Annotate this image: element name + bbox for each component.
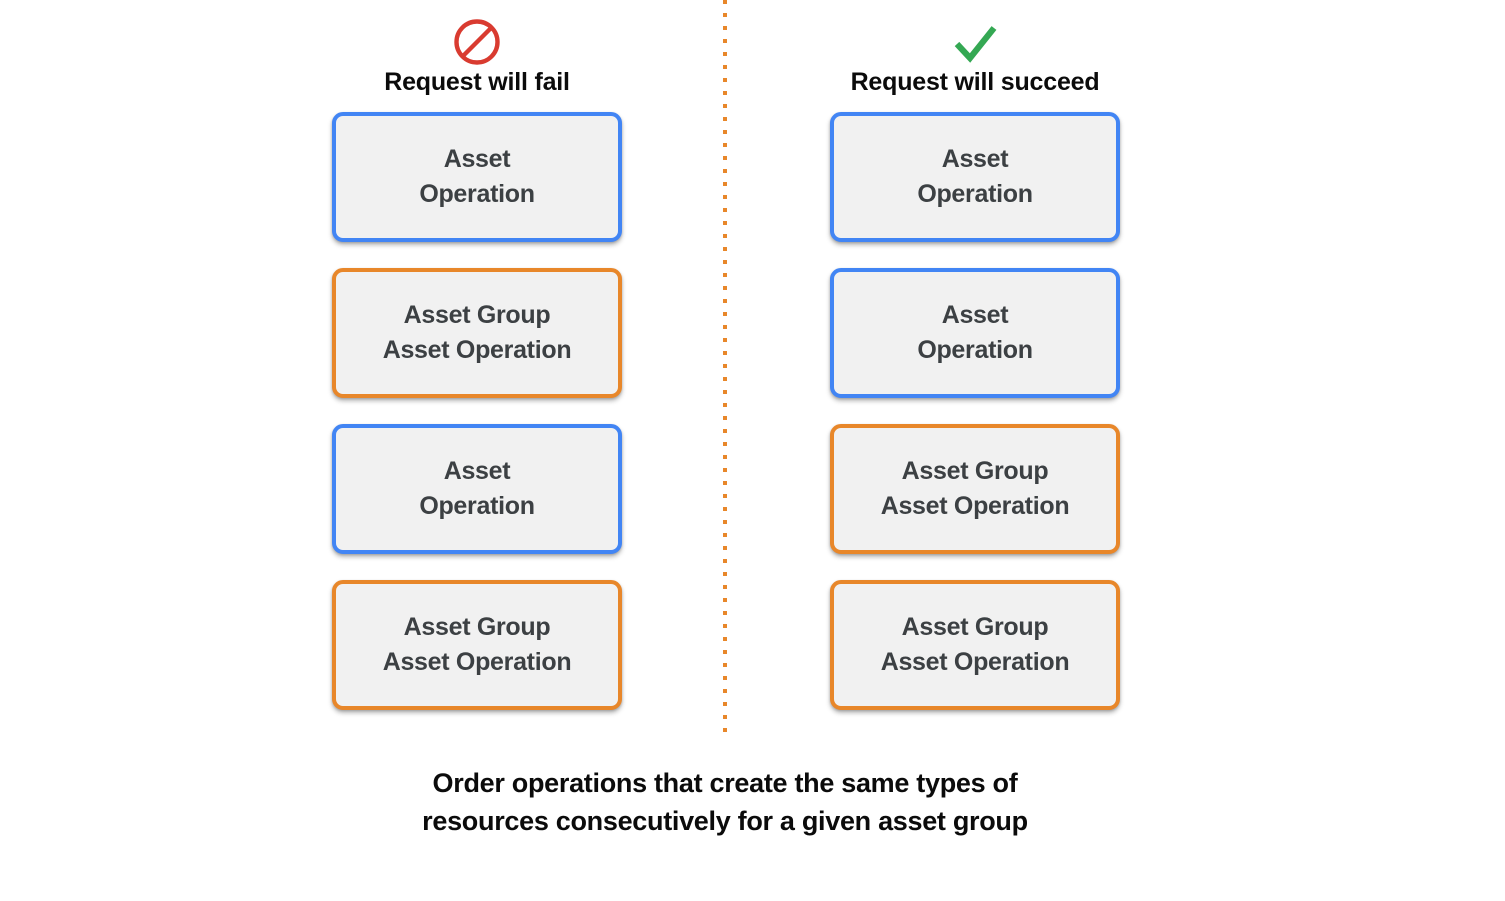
operation-box[interactable]: Asset Operation (332, 112, 622, 242)
operation-box-label: Asset Operation (419, 144, 535, 209)
operation-box[interactable]: Asset Operation (830, 268, 1120, 398)
operation-box-label: Asset Group Asset Operation (880, 612, 1070, 677)
column-fail-header: Request will fail (327, 16, 627, 100)
checkmark-icon (949, 16, 1001, 68)
operation-box[interactable]: Asset Group Asset Operation (830, 424, 1120, 554)
operation-box-label: Asset Group Asset Operation (880, 456, 1070, 521)
operation-box-label: Asset Operation (917, 144, 1033, 209)
operation-box-label: Asset Operation (917, 300, 1033, 365)
operation-box-label: Asset Group Asset Operation (382, 300, 572, 365)
operation-box[interactable]: Asset Group Asset Operation (332, 268, 622, 398)
operation-box[interactable]: Asset Group Asset Operation (332, 580, 622, 710)
column-fail: Request will fail Asset Operation Asset … (327, 16, 627, 710)
operation-box-label: Asset Group Asset Operation (382, 612, 572, 677)
column-divider (723, 0, 727, 739)
operation-box[interactable]: Asset Group Asset Operation (830, 580, 1120, 710)
column-fail-box-list: Asset Operation Asset Group Asset Operat… (327, 112, 627, 710)
column-succeed: Request will succeed Asset Operation Ass… (825, 16, 1125, 710)
column-succeed-title: Request will succeed (850, 68, 1100, 96)
column-succeed-header: Request will succeed (825, 16, 1125, 100)
operation-box[interactable]: Asset Operation (332, 424, 622, 554)
column-fail-title: Request will fail (384, 68, 570, 96)
diagram-caption: Order operations that create the same ty… (422, 768, 1028, 837)
column-succeed-box-list: Asset Operation Asset Operation Asset Gr… (825, 112, 1125, 710)
prohibition-icon (451, 16, 503, 68)
operation-box-label: Asset Operation (419, 456, 535, 521)
operation-box[interactable]: Asset Operation (830, 112, 1120, 242)
